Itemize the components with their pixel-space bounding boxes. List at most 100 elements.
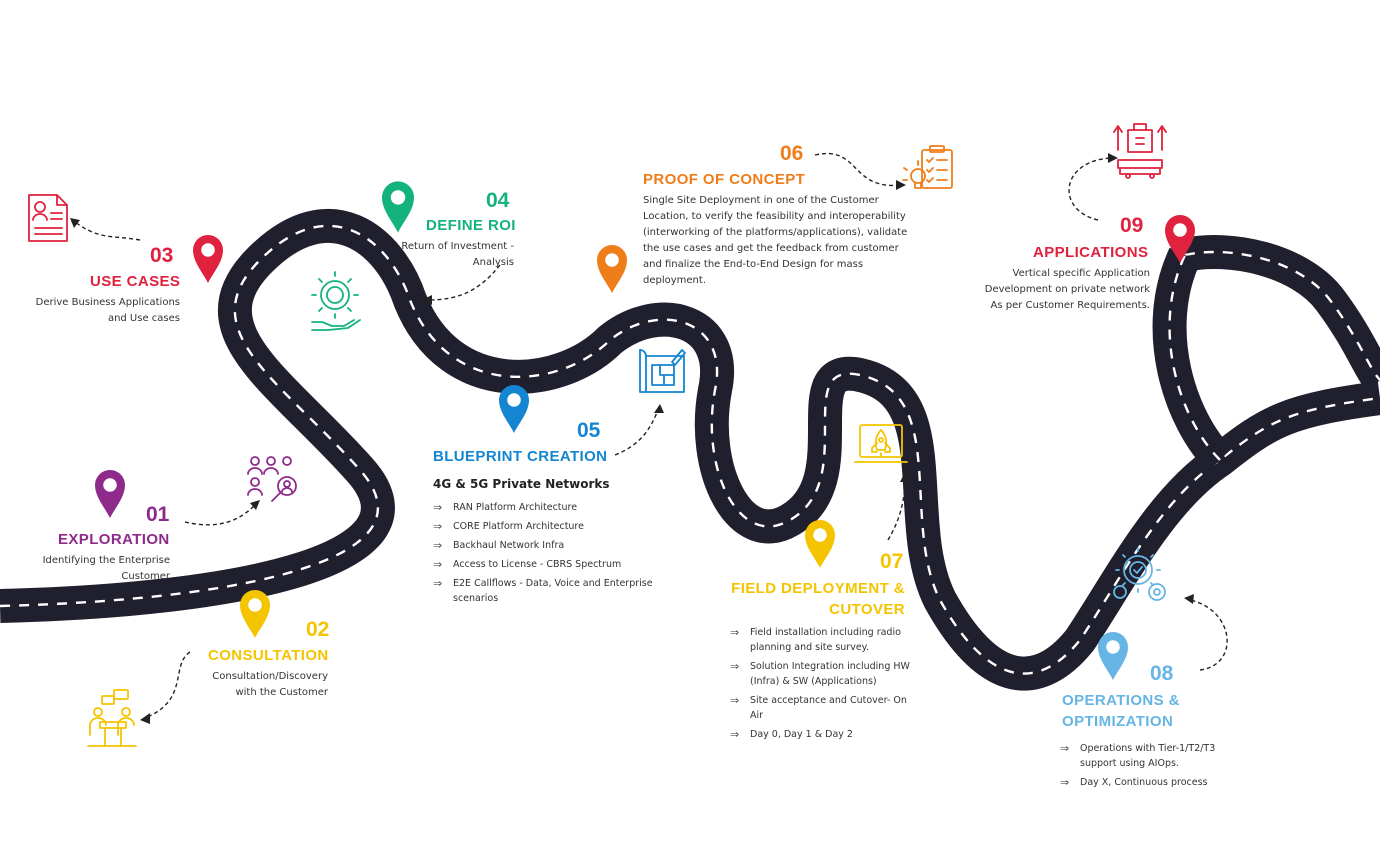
stage-08-title-line: OPTIMIZATION (1062, 713, 1174, 730)
stage-04-desc-line: Analysis (472, 257, 514, 268)
stage-06-desc-line: Single Site Deployment in one of the Cus… (643, 195, 879, 206)
stage-07-title: FIELD DEPLOYMENT & CUTOVER (700, 580, 905, 618)
arrow-heads (70, 153, 1194, 724)
bullet-text: Site acceptance and Cutover- On Air (750, 695, 907, 721)
road-lane-markings-climb (1168, 254, 1221, 461)
stage-03-desc-line: and Use cases (107, 313, 180, 324)
list-item: ⇒ Backhaul Network Infra (433, 538, 673, 553)
stage-08-title: OPERATIONS & OPTIMIZATION (1062, 692, 1180, 730)
stage-04-desc-line: Return of Investment - (401, 241, 514, 252)
list-item: ⇒Day 0, Day 1 & Day 2 (730, 727, 910, 742)
stage-04-title: DEFINE ROI (426, 217, 516, 234)
stage-08-title-line: OPERATIONS & (1062, 692, 1180, 709)
stage-05-bullet-list: ⇒ RAN Platform Architecture ⇒ CORE Platfor… (433, 500, 673, 610)
stage-02-number: 02 (306, 618, 330, 641)
stage-06-desc-line: (interworking of the platforms/applicati… (643, 227, 908, 238)
stage-01-description: Identifying the Enterprise Customer (10, 553, 170, 585)
stage-02-desc-line: with the Customer (235, 687, 328, 698)
arrow-bullet-icon: ⇒ (433, 558, 443, 571)
road (0, 209, 1380, 691)
stage-09-number: 09 (1120, 214, 1144, 237)
stage-06-desc-line: Location, to verify the feasibility and … (643, 211, 906, 222)
bullet-text: Solution Integration including HW (Infra… (750, 661, 910, 687)
pin-s05 (499, 385, 529, 433)
list-item: ⇒ Access to License - CBRS Spectrum (433, 557, 673, 572)
factory-upload-icon (1113, 123, 1167, 179)
stage-03-title: USE CASES (90, 273, 181, 290)
stage-01-number: 01 (146, 503, 170, 526)
pin-s03 (193, 235, 223, 283)
stage-07-title-line: CUTOVER (829, 601, 905, 618)
arrow-bullet-icon: ⇒ (730, 694, 740, 707)
stage-08-bullet-list: ⇒Operations with Tier-1/T2/T3 support us… (1060, 741, 1230, 794)
rocket-launch-laptop-icon (854, 424, 908, 463)
stage-05-number: 05 (577, 419, 601, 442)
arrow-s04 (427, 264, 501, 301)
list-item: ⇒ E2E Callflows - Data, Voice and Enterpr… (433, 576, 673, 606)
stage-03-number: 03 (150, 244, 174, 267)
bullet-text: Access to License - CBRS Spectrum (453, 559, 622, 570)
road-body-climb (1152, 247, 1233, 473)
arrow-bullet-icon: ⇒ (433, 539, 443, 552)
arrow-bullet-icon: ⇒ (1060, 776, 1070, 789)
arrow-s07 (887, 477, 906, 541)
bullet-text: Day X, Continuous process (1080, 777, 1208, 788)
list-item: ⇒ Solution Integration including HW (Infr… (730, 659, 910, 689)
stage-02-desc-line: Consultation/Discovery (212, 671, 328, 682)
stage-09-desc-line: Vertical specific Application (1012, 268, 1150, 279)
arrow-bullet-icon: ⇒ (433, 501, 443, 514)
bullet-text: Backhaul Network Infra (453, 540, 565, 551)
stage-03-desc-line: Derive Business Applications (35, 297, 180, 308)
road-body-end (1181, 235, 1380, 393)
list-item: ⇒ CORE Platform Architecture (433, 519, 673, 534)
arrow-s01 (184, 504, 256, 526)
bullet-text: Field installation including radio plann… (750, 627, 901, 653)
arrow-s06 (814, 152, 901, 186)
arrow-s05 (614, 409, 659, 456)
pin-s08 (1098, 632, 1128, 680)
list-item: ⇒Operations with Tier-1/T2/T3 support us… (1060, 741, 1230, 771)
stage-01-desc-line: Customer (121, 571, 170, 582)
road-lane-markings-end (1184, 250, 1380, 381)
pin-s06 (597, 245, 627, 293)
stage-06-desc-line: the use cases and get the feedback from … (643, 243, 899, 254)
bullet-text: E2E Callflows - Data, Voice and Enterpri… (453, 578, 653, 604)
stage-05-subtitle: 4G & 5G Private Networks (433, 477, 610, 491)
bullet-text: Day 0, Day 1 & Day 2 (750, 729, 853, 740)
stage-09-desc-line: Development on private network (984, 284, 1150, 295)
arrow-bullet-icon: ⇒ (730, 660, 740, 673)
stage-05-title: BLUEPRINT CREATION (433, 448, 608, 465)
stage-04-number: 04 (486, 189, 510, 212)
arrow-s02 (144, 651, 191, 719)
pin-s04 (382, 181, 414, 233)
arrow-bullet-icon: ⇒ (433, 520, 443, 533)
arrow-s08 (1189, 599, 1228, 671)
stage-09-description: Vertical specific Application Developmen… (950, 266, 1150, 314)
stage-06-title: PROOF OF CONCEPT (643, 171, 806, 188)
pin-s01 (95, 470, 125, 518)
road-lane-markings (0, 224, 1380, 675)
pin-s02 (240, 590, 270, 638)
bullet-text: RAN Platform Architecture (453, 502, 578, 513)
stage-06-number: 06 (780, 142, 804, 165)
checklist-lightbulb-icon (902, 145, 953, 189)
stage-02-title: CONSULTATION (208, 647, 329, 664)
arrow-bullet-icon: ⇒ (1060, 742, 1070, 755)
arrow-bullet-icon: ⇒ (433, 577, 443, 590)
stage-07-number: 07 (880, 550, 904, 573)
list-item: ⇒ Day X, Continuous process (1060, 775, 1230, 790)
stage-03-description: Derive Business Applications and Use cas… (10, 295, 180, 327)
list-item: ⇒Field installation including radio plan… (730, 625, 910, 655)
money-gear-hand-icon (311, 271, 361, 331)
arrow-s09 (1068, 157, 1113, 221)
pin-s07 (805, 520, 835, 568)
stage-06-desc-line: and finalize the End-to-End Design for m… (643, 259, 864, 270)
bullet-text: CORE Platform Architecture (453, 521, 584, 532)
gears-check-icon (1113, 547, 1166, 601)
stage-06-desc-line: deployment. (643, 275, 706, 286)
arrow-s03 (74, 221, 141, 241)
stage-06-description: Single Site Deployment in one of the Cus… (643, 193, 943, 289)
stage-07-title-line: FIELD DEPLOYMENT & (731, 580, 905, 597)
stage-01-title: EXPLORATION (58, 531, 170, 548)
stage-08-number: 08 (1150, 662, 1174, 685)
